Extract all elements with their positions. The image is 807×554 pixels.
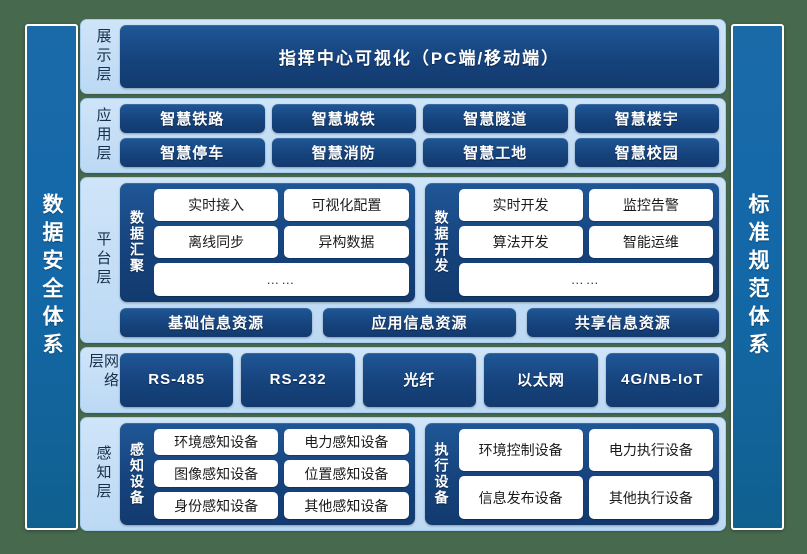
platform-group-data-development-items: 实时开发 监控告警 算法开发 智能运维 ……: [458, 189, 713, 296]
layer-perception: 感知层 感知设备 环境感知设备 电力感知设备 图像感知设备 位置感知设备: [80, 416, 726, 532]
plat-item-intelligent-ops[interactable]: 智能运维: [588, 226, 713, 259]
layer-platform-label: 平台层: [94, 231, 112, 289]
perc-item-power-sensor[interactable]: 电力感知设备: [284, 428, 409, 456]
plat-item-aggregation-more[interactable]: ……: [154, 263, 409, 296]
app-item-smart-railway[interactable]: 智慧铁路: [120, 104, 265, 134]
plat-agg-row-1: 实时接入 可视化配置: [154, 189, 409, 222]
app-item-smart-tunnel[interactable]: 智慧隧道: [423, 104, 568, 134]
layer-platform: 平台层 数据汇聚 实时接入 可视化配置 离线同步 异: [80, 177, 726, 343]
perception-group-execution-devices: 执行设备 环境控制设备 电力执行设备 信息发布设备 其他执行设备: [424, 422, 719, 526]
perc-item-location-sensor[interactable]: 位置感知设备: [284, 460, 409, 488]
layer-network: 网络层 RS-485 RS-232 光纤 以太网 4G/NB-IoT: [80, 346, 726, 413]
platform-group-data-development: 数据开发 实时开发 监控告警 算法开发 智能运维 ……: [424, 183, 719, 302]
platform-group-data-development-title: 数据开发: [433, 210, 450, 275]
plat-dev-row-1: 实时开发 监控告警: [458, 189, 713, 222]
platform-groups: 数据汇聚 实时接入 可视化配置 离线同步 异构数据 ……: [120, 183, 719, 302]
layer-perception-body: 感知设备 环境感知设备 电力感知设备 图像感知设备 位置感知设备 身份感知设备: [120, 422, 719, 526]
perc-sense-row-2: 图像感知设备 位置感知设备: [154, 460, 409, 488]
resource-application-information[interactable]: 应用信息资源: [323, 307, 516, 337]
plat-dev-row-3: ……: [458, 263, 713, 296]
side-bar-left-label: 数据安全体系: [40, 193, 63, 361]
plat-item-offline-sync[interactable]: 离线同步: [154, 226, 279, 259]
plat-item-realtime-development[interactable]: 实时开发: [458, 189, 583, 222]
layer-platform-body: 数据汇聚 实时接入 可视化配置 离线同步 异构数据 ……: [120, 183, 719, 337]
layer-display-label: 展示层: [94, 28, 112, 85]
app-item-smart-campus[interactable]: 智慧校园: [574, 138, 719, 168]
plat-item-monitoring-alarm[interactable]: 监控告警: [588, 189, 713, 222]
app-item-smart-firefighting[interactable]: 智慧消防: [271, 138, 416, 168]
resource-shared-information[interactable]: 共享信息资源: [526, 307, 719, 337]
layer-display-body: 指挥中心可视化（PC端/移动端）: [120, 25, 719, 89]
platform-resources: 基础信息资源 应用信息资源 共享信息资源: [120, 307, 719, 337]
layer-network-label: 网络层: [87, 352, 119, 391]
app-item-smart-parking[interactable]: 智慧停车: [120, 138, 265, 168]
plat-item-heterogeneous-data[interactable]: 异构数据: [284, 226, 409, 259]
layer-application: 应用层 智慧铁路 智慧城铁 智慧隧道 智慧楼宇 智慧停车 智慧消防 智慧工地 智…: [80, 98, 726, 174]
platform-group-data-aggregation: 数据汇聚 实时接入 可视化配置 离线同步 异构数据 ……: [120, 183, 415, 302]
app-item-smart-construction-site[interactable]: 智慧工地: [423, 138, 568, 168]
perception-group-sensing-title: 感知设备: [129, 441, 145, 506]
perc-sense-row-1: 环境感知设备 电力感知设备: [154, 428, 409, 456]
layer-application-label: 应用层: [94, 107, 112, 165]
layer-stack: 展示层 指挥中心可视化（PC端/移动端） 应用层 智慧铁路 智慧城铁 智慧隧道 …: [80, 19, 726, 532]
app-item-smart-urban-rail[interactable]: 智慧城铁: [271, 104, 416, 134]
perc-item-information-publishing[interactable]: 信息发布设备: [458, 476, 583, 520]
perc-sense-row-3: 身份感知设备 其他感知设备: [154, 492, 409, 520]
plat-item-visual-config[interactable]: 可视化配置: [284, 189, 409, 222]
plat-agg-row-2: 离线同步 异构数据: [154, 226, 409, 259]
application-row-2: 智慧停车 智慧消防 智慧工地 智慧校园: [120, 138, 719, 168]
side-bar-standards: 标准规范体系: [731, 24, 784, 530]
plat-agg-row-3: ……: [154, 263, 409, 296]
resource-basic-information[interactable]: 基础信息资源: [120, 307, 313, 337]
network-item-ethernet[interactable]: 以太网: [484, 352, 598, 407]
perc-item-power-actuator[interactable]: 电力执行设备: [588, 428, 713, 472]
perc-item-environment-sensor[interactable]: 环境感知设备: [154, 428, 279, 456]
perc-exec-row-1: 环境控制设备 电力执行设备: [458, 428, 713, 472]
display-banner[interactable]: 指挥中心可视化（PC端/移动端）: [120, 25, 719, 89]
network-item-rs485[interactable]: RS-485: [120, 352, 234, 407]
plat-item-algorithm-development[interactable]: 算法开发: [458, 226, 583, 259]
side-bar-data-security: 数据安全体系: [25, 24, 78, 530]
perception-group-sensing-items: 环境感知设备 电力感知设备 图像感知设备 位置感知设备 身份感知设备 其他感知设…: [154, 428, 409, 520]
perception-group-sensing-devices: 感知设备 环境感知设备 电力感知设备 图像感知设备 位置感知设备 身份感知设备: [120, 422, 415, 526]
perc-item-image-sensor[interactable]: 图像感知设备: [154, 460, 279, 488]
platform-group-data-aggregation-title: 数据汇聚: [129, 210, 145, 275]
perc-item-identity-sensor[interactable]: 身份感知设备: [154, 492, 279, 520]
platform-group-data-aggregation-items: 实时接入 可视化配置 离线同步 异构数据 ……: [154, 189, 409, 296]
perc-item-other-actuator[interactable]: 其他执行设备: [588, 476, 713, 520]
perception-group-execution-title: 执行设备: [433, 441, 450, 506]
app-item-smart-building[interactable]: 智慧楼宇: [574, 104, 719, 134]
perc-item-environment-control[interactable]: 环境控制设备: [458, 428, 583, 472]
layer-application-body: 智慧铁路 智慧城铁 智慧隧道 智慧楼宇 智慧停车 智慧消防 智慧工地 智慧校园: [120, 104, 719, 168]
perc-exec-row-2: 信息发布设备 其他执行设备: [458, 476, 713, 520]
side-bar-right-label: 标准规范体系: [746, 193, 769, 361]
layer-network-body: RS-485 RS-232 光纤 以太网 4G/NB-IoT: [120, 352, 720, 407]
network-item-rs232[interactable]: RS-232: [241, 352, 355, 407]
application-row-1: 智慧铁路 智慧城铁 智慧隧道 智慧楼宇: [120, 104, 719, 134]
perc-item-other-sensor[interactable]: 其他感知设备: [284, 492, 409, 520]
perception-group-execution-items: 环境控制设备 电力执行设备 信息发布设备 其他执行设备: [458, 428, 713, 520]
layer-perception-label: 感知层: [94, 445, 112, 503]
plat-dev-row-2: 算法开发 智能运维: [458, 226, 713, 259]
plat-item-realtime-ingest[interactable]: 实时接入: [154, 189, 279, 222]
plat-item-development-more[interactable]: ……: [458, 263, 713, 296]
network-item-fiber[interactable]: 光纤: [362, 352, 477, 407]
layer-display: 展示层 指挥中心可视化（PC端/移动端）: [80, 19, 726, 95]
network-item-4g-nbiot[interactable]: 4G/NB-IoT: [605, 352, 720, 407]
